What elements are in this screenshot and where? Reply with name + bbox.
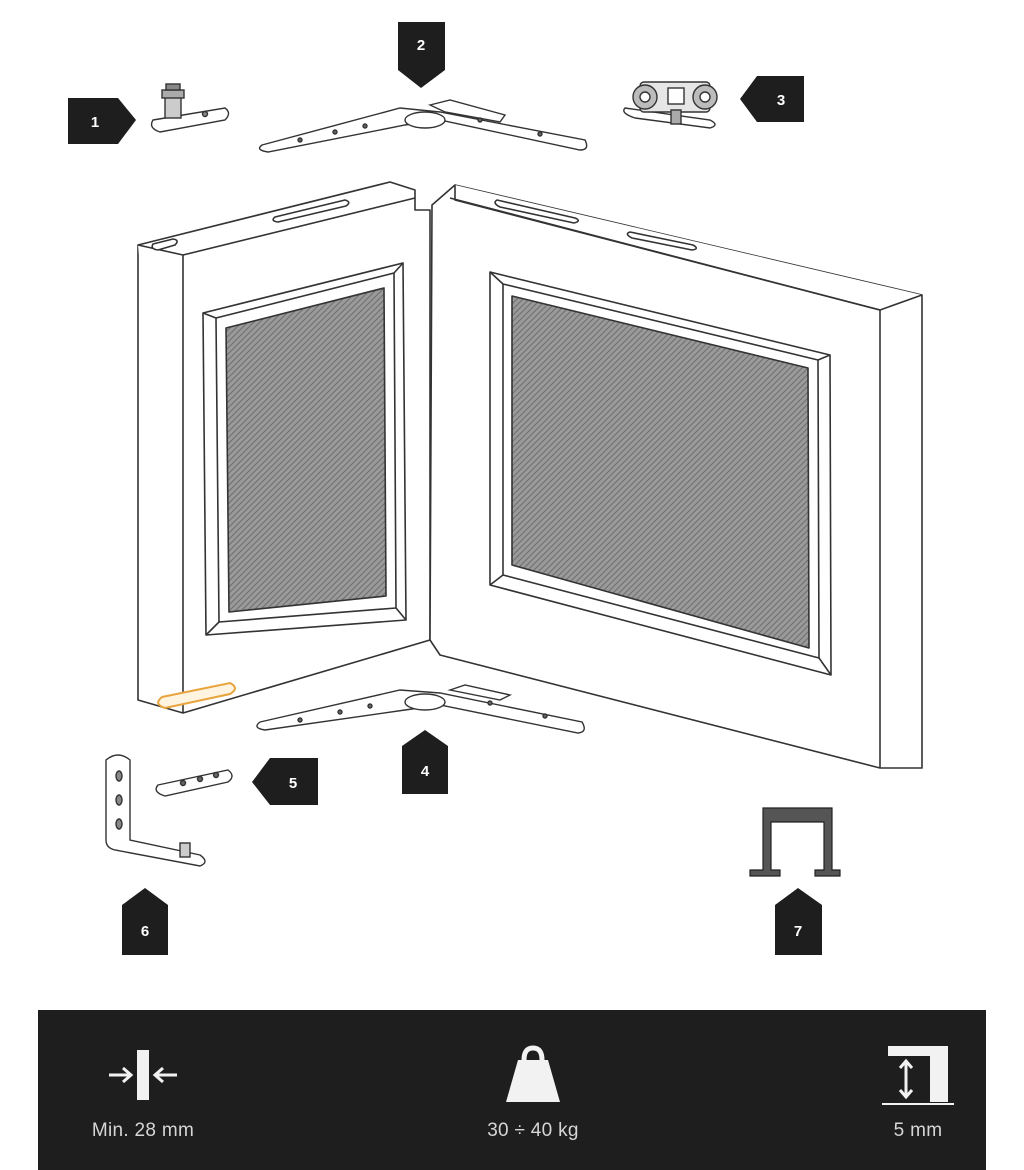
spec-floor-clearance: 5 mm xyxy=(858,1010,978,1170)
rail-profile-part xyxy=(749,807,841,877)
weight-icon xyxy=(506,1045,560,1102)
bottom-plate-part xyxy=(155,769,233,797)
callout-1: 1 xyxy=(68,98,136,144)
door-thickness-label: Min. 28 mm xyxy=(91,1120,195,1141)
svg-text:6: 6 xyxy=(141,923,149,940)
callout-5: 5 xyxy=(252,758,318,805)
svg-text:3: 3 xyxy=(777,92,785,109)
spec-weight-capacity: 30 ÷ 40 kg xyxy=(458,1010,608,1170)
svg-text:5: 5 xyxy=(289,775,297,792)
left-door-panel xyxy=(137,181,431,714)
specifications-bar: Min. 28 mm 30 ÷ 40 kg 5 mm xyxy=(38,1010,986,1170)
svg-text:4: 4 xyxy=(421,763,430,780)
floor-clearance-label: 5 mm xyxy=(893,1120,943,1141)
top-pivot-part xyxy=(150,83,230,133)
floor-bracket-part xyxy=(105,754,206,867)
callout-7: 7 xyxy=(775,888,822,955)
callout-3: 3 xyxy=(740,76,804,122)
clearance-gap-icon xyxy=(882,1046,954,1105)
svg-text:7: 7 xyxy=(794,923,802,940)
svg-text:2: 2 xyxy=(417,37,425,54)
right-door-panel xyxy=(429,184,923,769)
top-hinge-part xyxy=(258,99,588,153)
bottom-pivot-slot-highlight xyxy=(157,681,236,710)
folding-door-assembly-diagram: 1 2 3 4 5 6 7 xyxy=(68,22,923,955)
svg-text:1: 1 xyxy=(91,114,99,131)
callout-6: 6 xyxy=(122,888,168,955)
callout-2: 2 xyxy=(398,22,445,88)
bottom-hinge-part xyxy=(256,684,585,734)
callout-4: 4 xyxy=(402,730,448,794)
spec-door-thickness: Min. 28 mm xyxy=(78,1010,208,1170)
trolley-part xyxy=(623,81,718,129)
door-thickness-icon xyxy=(109,1050,177,1100)
weight-capacity-label: 30 ÷ 40 kg xyxy=(487,1120,579,1141)
